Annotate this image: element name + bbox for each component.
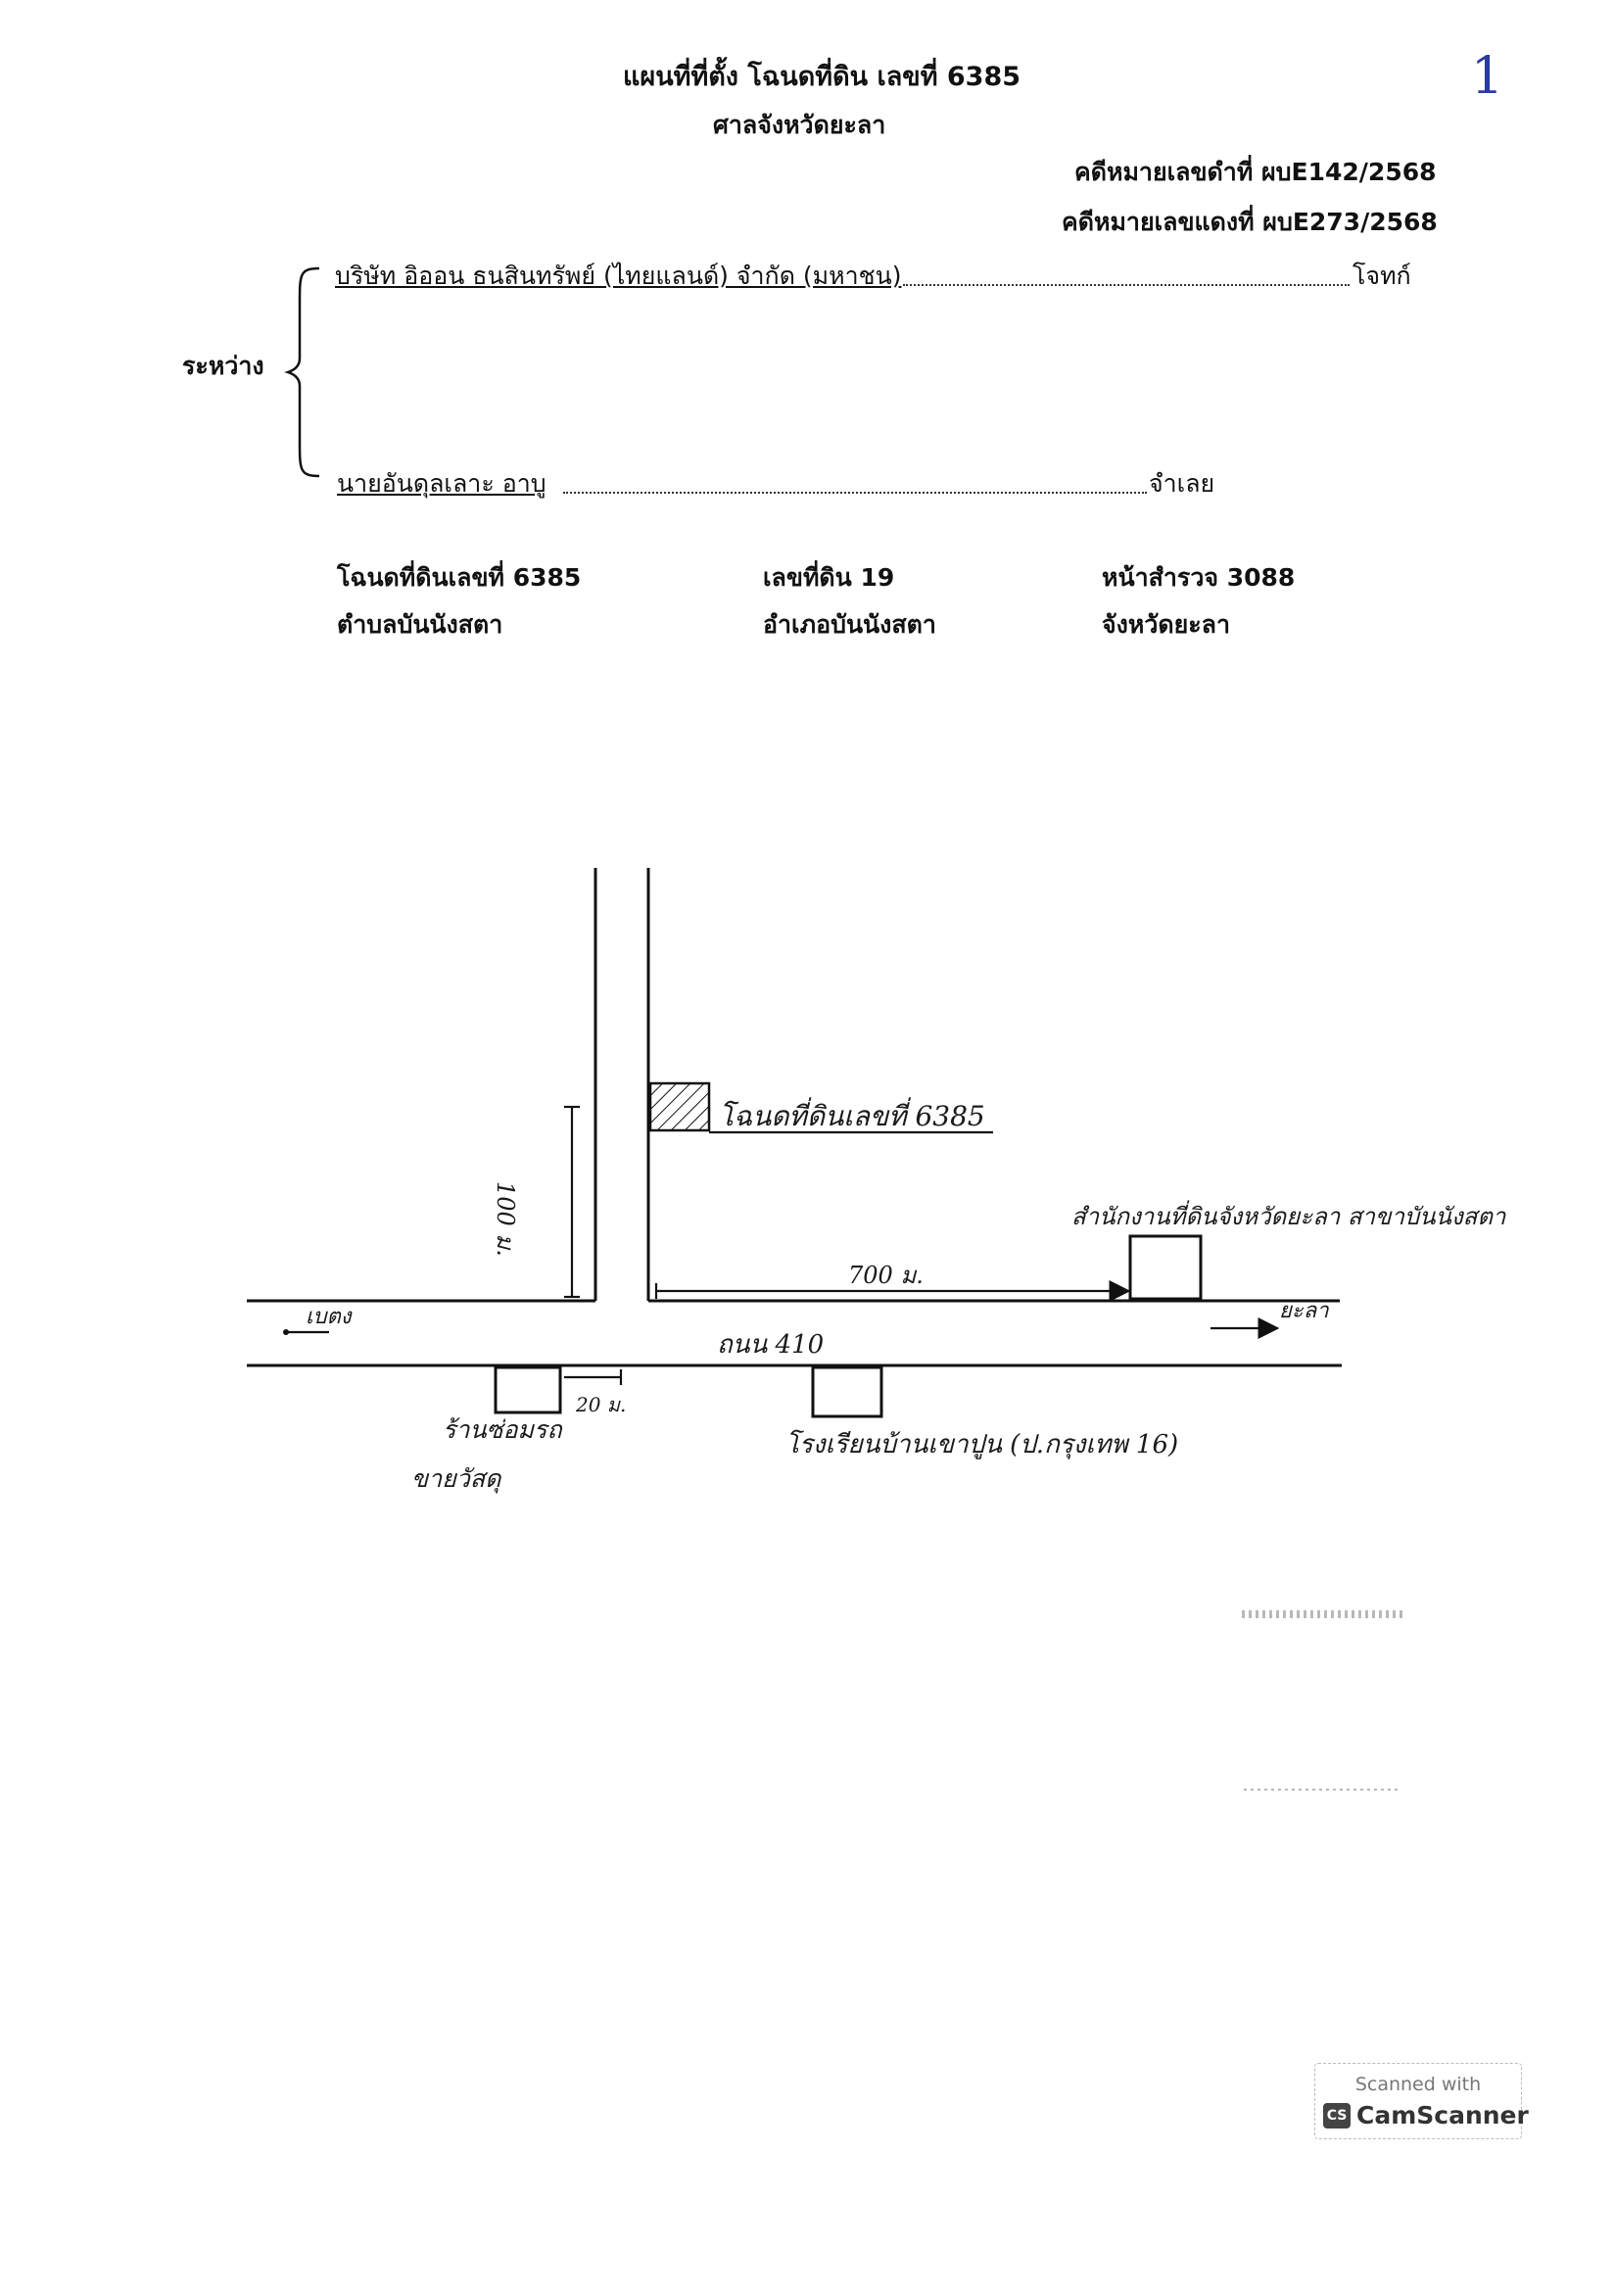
scan-artifact xyxy=(1244,1789,1400,1791)
shop-building xyxy=(494,1365,562,1414)
defendant-dotted-line xyxy=(563,492,1147,494)
school-building xyxy=(811,1365,883,1418)
camscanner-name: CamScanner xyxy=(1356,2101,1529,2129)
black-case-number: คดีหมายเลขดำที่ ผบE142/2568 xyxy=(1074,158,1437,186)
road-label: ถนน 410 xyxy=(717,1330,825,1360)
page-number: 1 xyxy=(1471,47,1504,106)
document-title: แผนที่ที่ตั้ง โฉนดที่ดิน เลขที่ 6385 xyxy=(623,62,1021,92)
land-province: จังหวัดยะลา xyxy=(1102,610,1231,639)
red-case-number: คดีหมายเลขแดงที่ ผบE273/2568 xyxy=(1062,208,1438,236)
camscanner-logo-icon: CS xyxy=(1323,2103,1351,2129)
school-label: โรงเรียนบ้านเขาปูน (ป.กรุงเทพ 16) xyxy=(785,1430,1179,1459)
camscanner-caption: Scanned with xyxy=(1354,2074,1482,2095)
between-label: ระหว่าง xyxy=(182,352,264,380)
vertical-distance-label: 100 ม. xyxy=(492,1181,519,1257)
scan-artifact xyxy=(1242,1610,1406,1618)
land-plot xyxy=(648,1081,711,1132)
defendant-name: นายอันดุลเลาะ อาบู xyxy=(337,469,546,498)
land-office-label: สำนักงานที่ดินจังหวัดยะลา สาขาบันนังสตา xyxy=(1071,1203,1506,1230)
court-name: ศาลจังหวัดยะลา xyxy=(713,111,886,139)
short-distance-label: 20 ม. xyxy=(576,1393,627,1416)
plaintiff-role: โจทก์ xyxy=(1353,262,1411,290)
shop-label-line2: ขายวัสดุ xyxy=(411,1464,501,1493)
plaintiff-name: บริษัท อิออน ธนสินทรัพย์ (ไทยแลนด์) จำกั… xyxy=(335,262,902,290)
land-parcel-number: เลขที่ดิน 19 xyxy=(763,563,895,592)
horizontal-distance-label: 700 ม. xyxy=(848,1262,924,1289)
land-district: อำเภอบันนังสตา xyxy=(763,610,936,639)
land-deed-number: โฉนดที่ดินเลขที่ 6385 xyxy=(337,563,582,592)
land-office-building xyxy=(1128,1234,1203,1301)
shop-label-line1: ร้านซ่อมรถ xyxy=(443,1415,562,1444)
camscanner-watermark: Scanned with CS CamScanner xyxy=(1314,2063,1529,2139)
deed-label: โฉนดที่ดินเลขที่ 6385 xyxy=(719,1100,985,1132)
defendant-role: จำเลย xyxy=(1149,469,1215,498)
brace-icon xyxy=(284,266,320,478)
land-survey-page: หน้าสำรวจ 3088 xyxy=(1102,563,1296,592)
left-direction-label: เบตง xyxy=(306,1305,352,1329)
land-subdistrict: ตำบลบันนังสตา xyxy=(337,610,503,639)
right-direction-label: ยะลา xyxy=(1279,1299,1329,1323)
plaintiff-dotted-line xyxy=(903,284,1350,286)
